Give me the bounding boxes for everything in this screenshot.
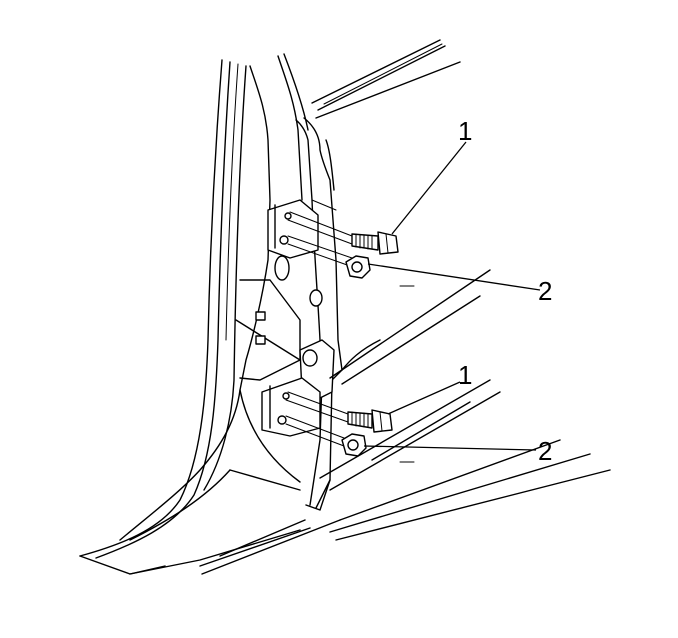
leader-nut-lower [363,445,537,451]
pillar-access-hole [302,349,318,367]
callout-bolt-lower: 1 [458,360,472,390]
pillar-access-hole [309,289,323,307]
nut-lower [341,433,415,463]
leader-bolt-upper [391,141,467,235]
hinge-bolt-hole [279,235,289,245]
callout-leaders [363,141,541,451]
panel-square-hole [255,335,266,345]
upper-hinge [267,199,353,307]
panel-square-hole [255,311,266,321]
callout-nut-lower: 2 [538,436,552,466]
roof-rail [311,39,461,119]
hinge-bolt-hole [284,212,292,220]
nut-upper [345,255,415,287]
body-pillar-outer [79,59,247,559]
leader-bolt-lower [387,381,461,415]
hinge-bolt-hole [282,392,290,400]
pillar-access-hole [274,255,290,281]
callout-bolt-upper: 1 [458,116,472,146]
rocker-sill [79,269,611,575]
bolt-lower [347,409,393,433]
leader-nut-upper [367,263,541,291]
bolt-upper [351,231,399,255]
hinge-bolt-hole [277,415,287,425]
callout-nut-upper: 2 [538,276,552,306]
lower-hinge [261,339,349,447]
pillar-inner-panel [119,53,309,541]
